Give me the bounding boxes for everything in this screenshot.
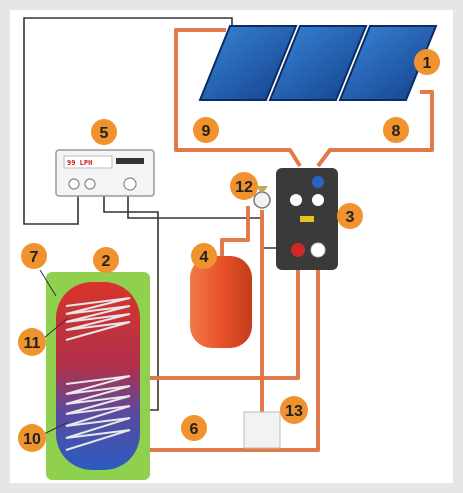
badge-5: 5: [91, 119, 117, 145]
badge-1: 1: [414, 49, 440, 75]
badge-12: 12: [230, 172, 258, 200]
svg-text:11: 11: [24, 335, 41, 352]
pipe-to-tank-upper: [148, 268, 300, 380]
svg-text:12: 12: [235, 179, 253, 196]
collector-panel-3: [338, 25, 438, 101]
leader-10: [43, 421, 69, 435]
controller-knob-2: [84, 178, 96, 190]
wire-collector-sensor: [23, 17, 233, 225]
expansion-vessel-body: [190, 256, 252, 348]
pump-station-valve-red: [291, 243, 305, 257]
svg-text:6: 6: [190, 421, 199, 438]
badge-3: 3: [337, 203, 363, 229]
svg-text:10: 10: [23, 431, 41, 448]
svg-text:9: 9: [202, 123, 211, 140]
pump-station-gauge-2: [312, 194, 324, 206]
controller-screen: [63, 155, 113, 169]
wire-tank-sensor: [103, 196, 159, 411]
badge-6: 6: [181, 415, 207, 441]
badge-2: 2: [93, 247, 119, 273]
pump-station: [276, 168, 338, 270]
badge-13: 13: [280, 396, 308, 424]
storage-tank: [46, 272, 150, 480]
svg-text:5: 5: [100, 125, 109, 142]
pipe-to-vessel: [220, 206, 250, 258]
safety-valve-gauge: [253, 191, 271, 209]
leader-11: [43, 317, 69, 339]
controller-knob-3: [123, 177, 137, 191]
pump-station-pump: [310, 242, 326, 258]
safety-valve-body: [256, 186, 268, 194]
leader-7: [39, 269, 57, 297]
badge-10: 10: [18, 424, 46, 452]
controller-indicator: [116, 158, 144, 164]
controller: 99 LPH: [55, 149, 155, 197]
controller-display-text: 99 LPH: [67, 159, 92, 167]
solar-pipes: [148, 28, 434, 452]
label-leaders: [39, 269, 69, 435]
pump-station-valve-yellow: [300, 216, 314, 222]
svg-text:7: 7: [30, 249, 39, 266]
pipe-return-line: [316, 90, 434, 168]
pipe-flow-line: [174, 28, 302, 168]
solar-collectors: [198, 25, 438, 101]
svg-text:4: 4: [200, 249, 209, 266]
collector-panel-2: [268, 25, 368, 101]
svg-text:1: 1: [423, 55, 432, 72]
pipe-to-tank-lower: [148, 268, 320, 452]
svg-text:13: 13: [285, 403, 303, 420]
pump-station-valve-blue: [312, 176, 324, 188]
badge-7: 7: [21, 243, 47, 269]
collector-panel-1: [198, 25, 298, 101]
svg-text:2: 2: [102, 253, 111, 270]
tank-coil-lower: [65, 375, 131, 451]
controller-knob-1: [68, 178, 80, 190]
tank-coil-upper: [65, 297, 131, 341]
svg-text:8: 8: [392, 123, 401, 140]
badge-9: 9: [193, 117, 219, 143]
pump-station-gauge-1: [290, 194, 302, 206]
collecting-vessel: [243, 411, 281, 449]
expansion-vessel: [190, 256, 252, 348]
badge-11: 11: [18, 328, 46, 356]
badge-8: 8: [383, 117, 409, 143]
svg-text:3: 3: [346, 209, 355, 226]
badge-4: 4: [191, 243, 217, 269]
safety-valve: [253, 186, 271, 209]
